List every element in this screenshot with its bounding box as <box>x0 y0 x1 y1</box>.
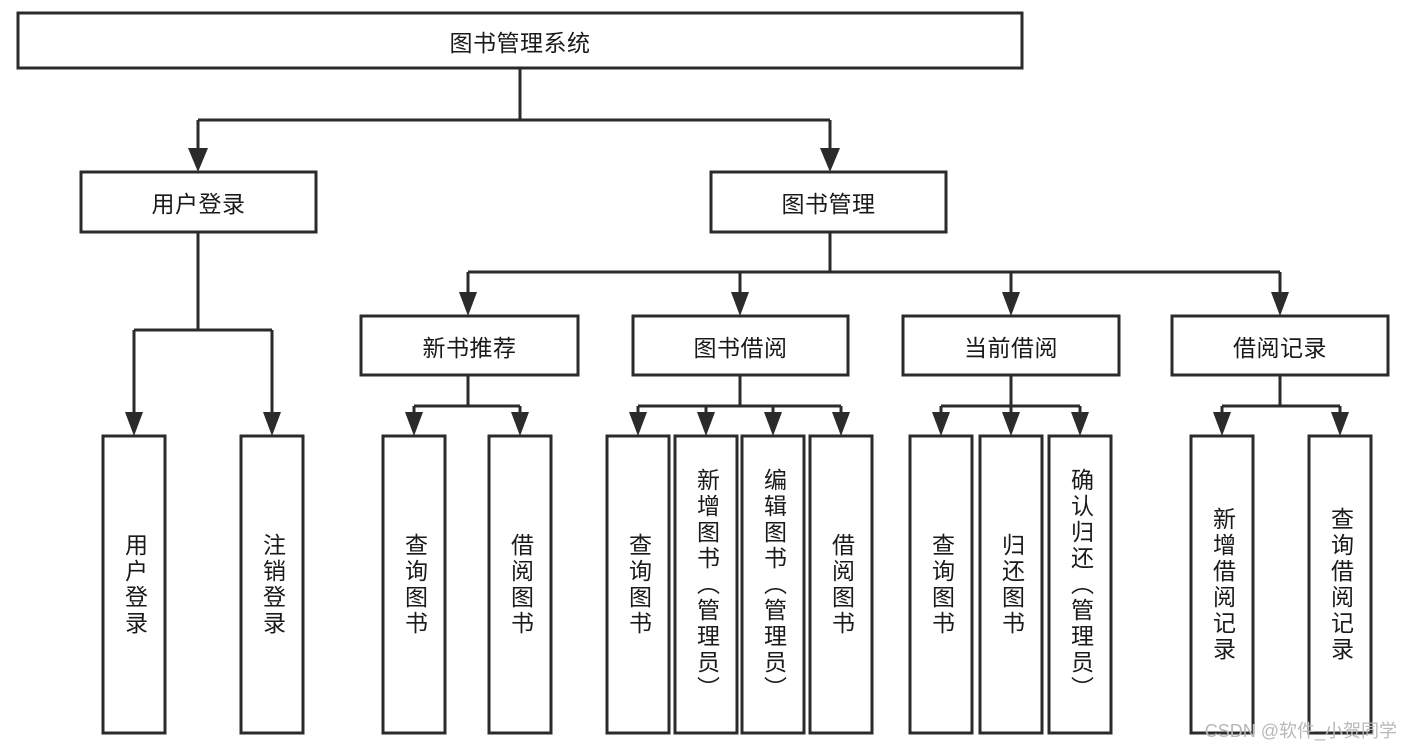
box-leaf-edit-book[interactable] <box>740 434 806 735</box>
arrow-leaf-confirm-return <box>1071 412 1089 436</box>
box-borrow-record[interactable] <box>1170 314 1390 377</box>
arrow-to-borrow-record <box>1271 292 1289 316</box>
arrow-leaf-query-book-3 <box>932 412 950 436</box>
box-leaf-return-book[interactable] <box>978 434 1044 735</box>
arrow-leaf-user-logout <box>263 412 281 436</box>
arrow-to-book-borrow <box>731 292 749 316</box>
arrow-leaf-return-book <box>1002 412 1020 436</box>
arrow-leaf-query-book-1 <box>405 412 423 436</box>
arrow-to-user-login <box>188 148 208 172</box>
connector-layer <box>125 68 1349 436</box>
box-current-borrow[interactable] <box>901 314 1121 377</box>
box-root[interactable] <box>16 11 1024 70</box>
arrow-leaf-query-book-2 <box>629 412 647 436</box>
arrow-leaf-user-login <box>125 412 143 436</box>
box-leaf-query-record[interactable] <box>1307 434 1373 735</box>
box-leaf-user-login[interactable] <box>101 434 167 735</box>
box-leaf-add-book[interactable] <box>673 434 739 735</box>
box-leaf-query-book-1[interactable] <box>381 434 447 735</box>
arrow-leaf-edit-book <box>764 412 782 436</box>
box-leaf-query-book-2[interactable] <box>605 434 671 735</box>
arrow-to-new-book-recommend <box>459 292 477 316</box>
box-leaf-user-logout[interactable] <box>239 434 305 735</box>
arrow-leaf-borrow-book-1 <box>511 412 529 436</box>
box-layer <box>16 11 1390 735</box>
box-new-book-recommend[interactable] <box>359 314 580 377</box>
box-leaf-confirm-return[interactable] <box>1047 434 1113 735</box>
arrow-to-current-borrow <box>1002 292 1020 316</box>
arrow-leaf-add-record <box>1213 412 1231 436</box>
box-leaf-borrow-book-1[interactable] <box>487 434 553 735</box>
box-book-borrow[interactable] <box>631 314 850 377</box>
box-leaf-query-book-3[interactable] <box>908 434 974 735</box>
arrow-leaf-query-record <box>1331 412 1349 436</box>
arrow-leaf-add-book <box>697 412 715 436</box>
arrow-to-book-manage <box>820 148 840 172</box>
box-leaf-borrow-book-2[interactable] <box>808 434 874 735</box>
arrow-leaf-borrow-book-2 <box>832 412 850 436</box>
box-user-login[interactable] <box>79 170 318 234</box>
box-book-manage[interactable] <box>709 170 948 234</box>
box-leaf-add-record[interactable] <box>1189 434 1255 735</box>
